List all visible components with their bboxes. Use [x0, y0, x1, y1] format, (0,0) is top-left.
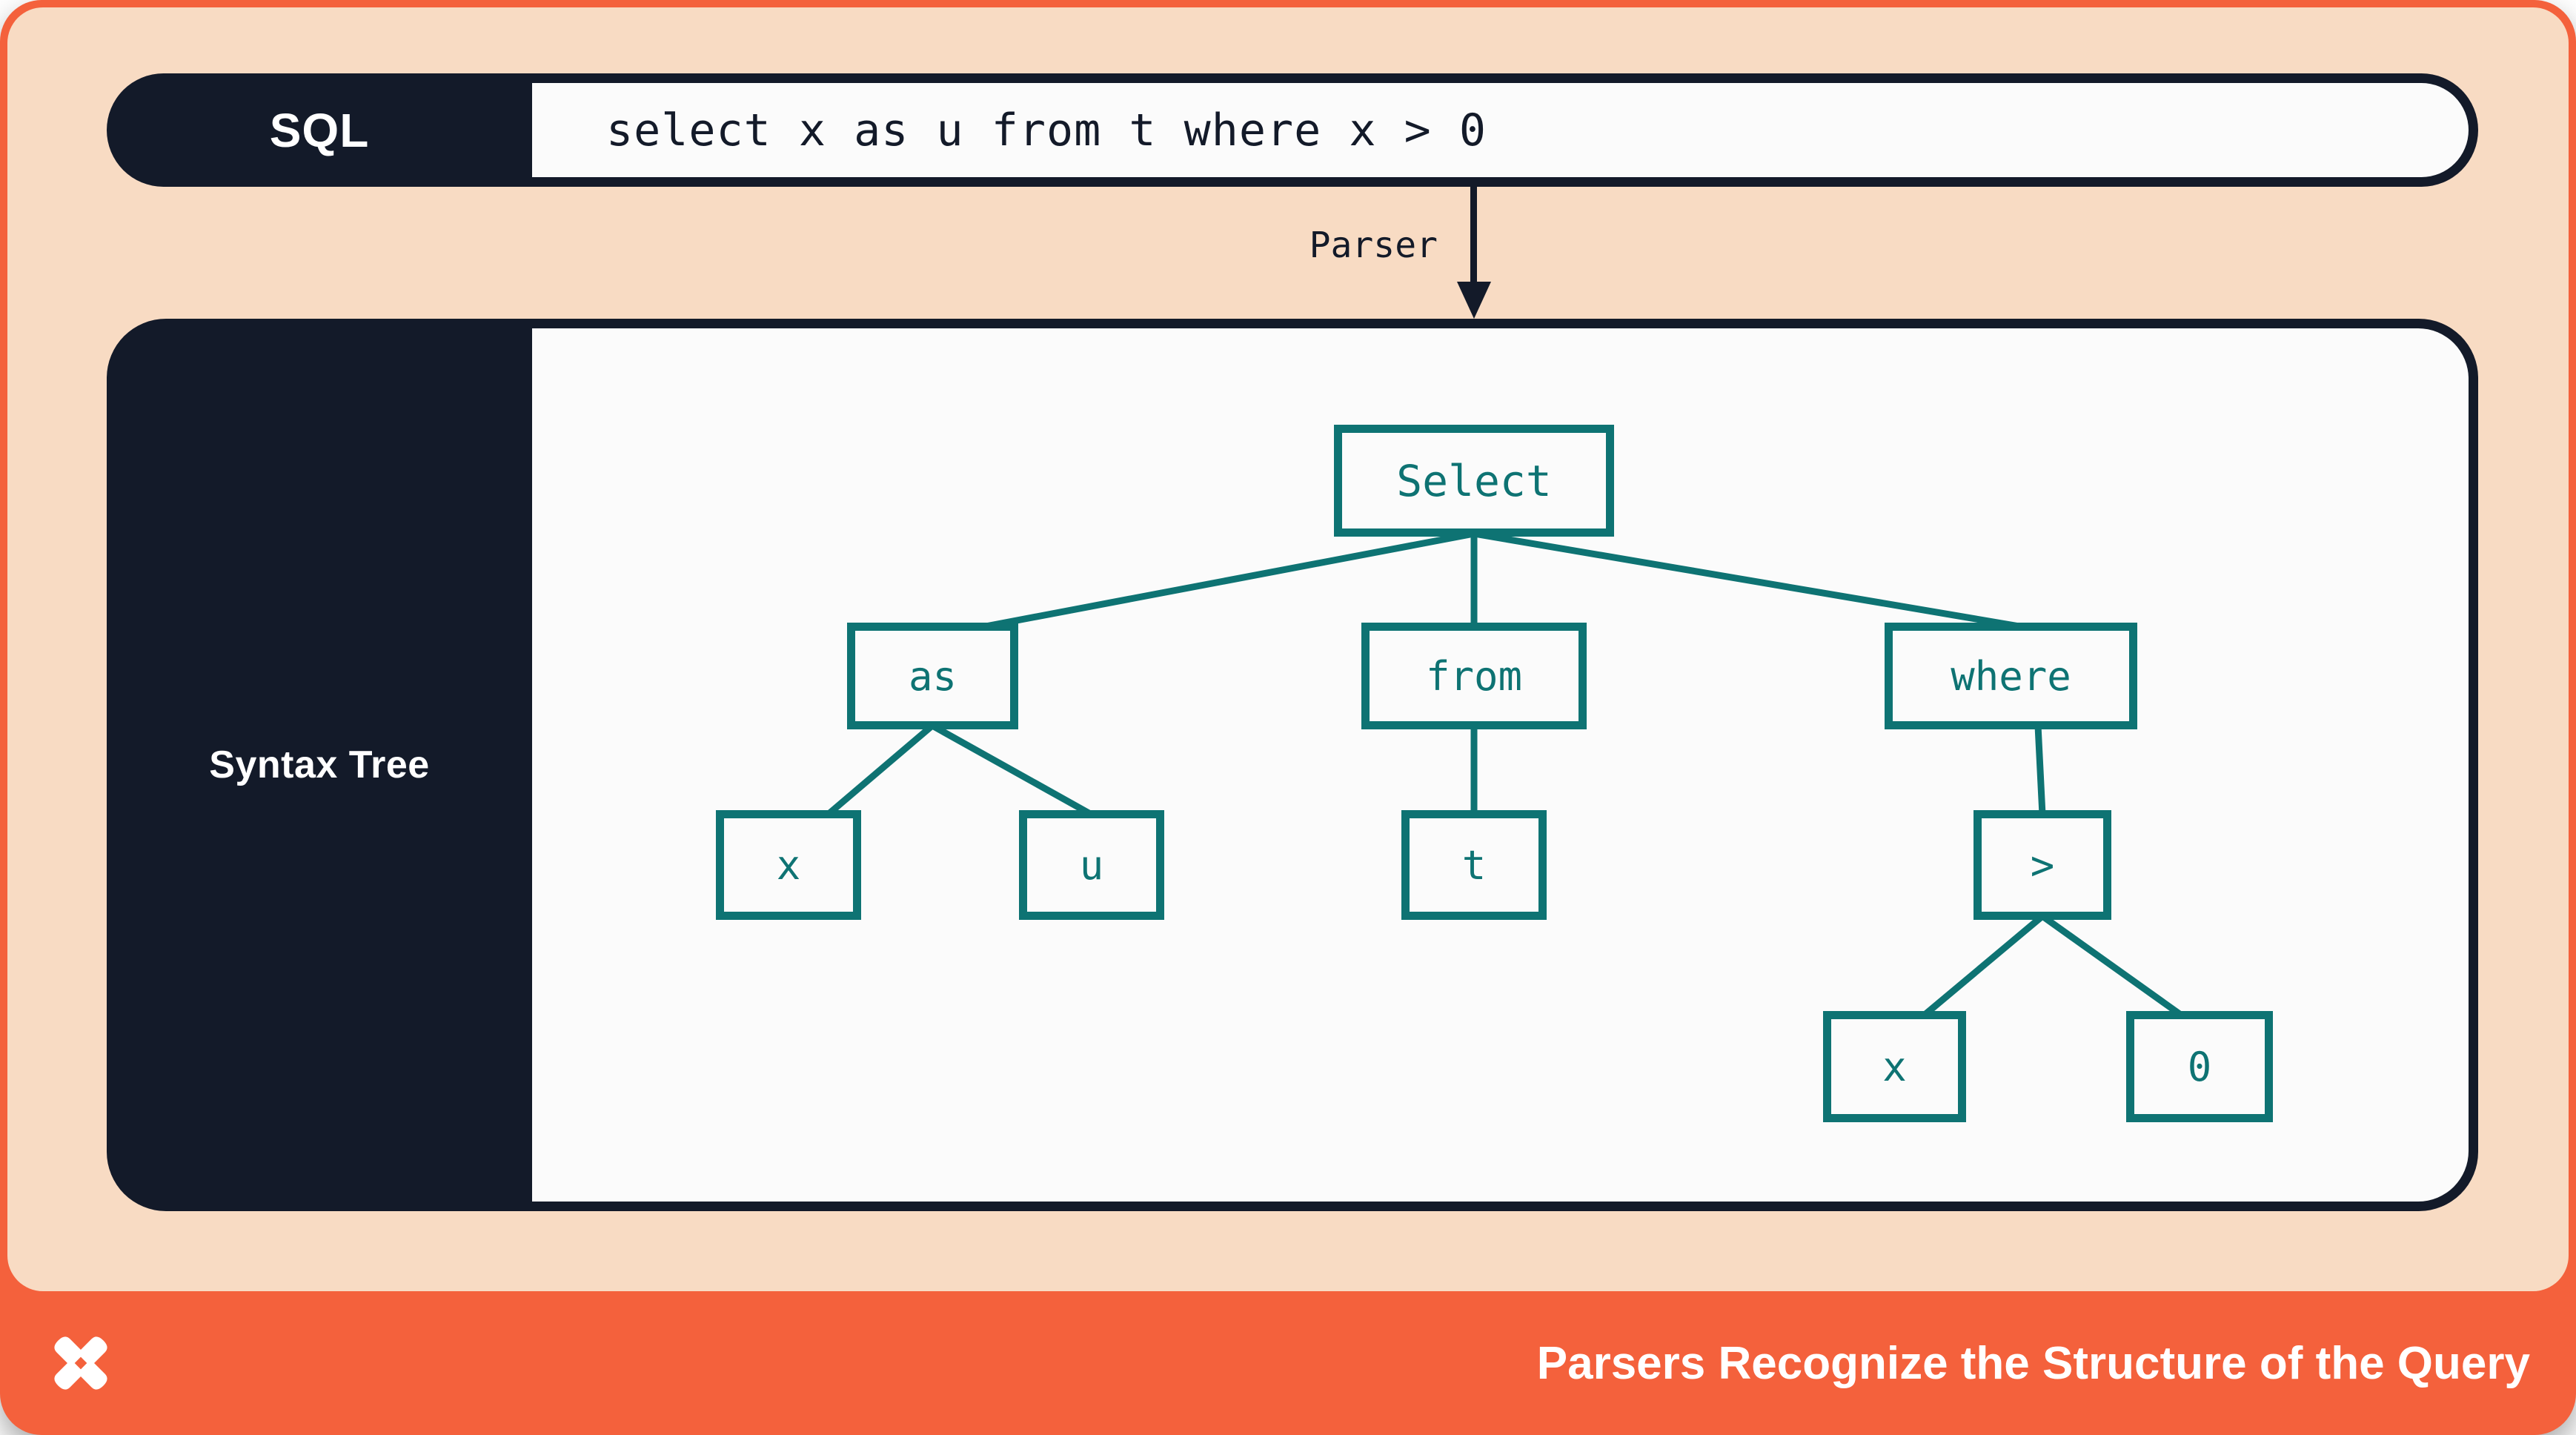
parser-arrow-line	[1470, 187, 1477, 285]
tree-edge-gt-x2	[1922, 913, 2045, 1018]
tree-edge-select-as	[985, 530, 1475, 630]
tree-node-x2: x	[1823, 1011, 1966, 1122]
tree-node-label: 0	[2187, 1043, 2212, 1090]
tree-edge-where-gt	[2034, 725, 2046, 815]
tree-node-gt: >	[1974, 810, 2111, 920]
tree-node-x1: x	[716, 810, 861, 920]
tree-node-zero: 0	[2126, 1011, 2273, 1122]
tree-node-label: Select	[1396, 455, 1552, 506]
tree-node-t: t	[1401, 810, 1547, 920]
tree-node-label: t	[1461, 841, 1487, 889]
tree-node-u: u	[1019, 810, 1164, 920]
sql-bar: SQL select x as u from t where x > 0	[107, 73, 2478, 187]
datafold-x-logo	[54, 1336, 107, 1390]
tree-edge-select-where	[1473, 530, 2020, 630]
tree-node-from: from	[1361, 623, 1587, 729]
tree-node-where: where	[1885, 623, 2137, 729]
tree-edge-as-x1	[826, 723, 935, 818]
tree-node-as: as	[847, 623, 1018, 729]
footer-bar: Parsers Recognize the Structure of the Q…	[0, 1291, 2576, 1435]
syntax-tree-canvas: Select as from where x u t > x 0	[532, 328, 2469, 1202]
tree-edge-gt-zero	[2040, 913, 2184, 1018]
sql-query-text: select x as u from t where x > 0	[532, 83, 2469, 177]
tree-node-label: >	[2030, 841, 2055, 889]
tree-edges-layer	[826, 530, 2184, 1018]
tree-node-label: as	[908, 652, 957, 700]
parser-label: Parser	[1309, 225, 1438, 266]
parser-arrow-head-icon	[1457, 282, 1491, 319]
tree-node-label: u	[1079, 841, 1104, 889]
footer-title: Parsers Recognize the Structure of the Q…	[1536, 1337, 2530, 1389]
sql-bar-label: SQL	[269, 103, 370, 157]
tree-node-label: where	[1951, 652, 2071, 700]
syntax-tree-label: Syntax Tree	[209, 743, 430, 786]
tree-node-label: x	[1882, 1043, 1907, 1090]
tree-node-label: x	[776, 841, 801, 889]
tree-node-select: Select	[1334, 425, 1614, 537]
tree-edge-as-u	[930, 723, 1094, 818]
tree-node-label: from	[1425, 652, 1523, 700]
syntax-tree-panel: Syntax Tree Select as from where x u t > x 0	[107, 319, 2478, 1211]
